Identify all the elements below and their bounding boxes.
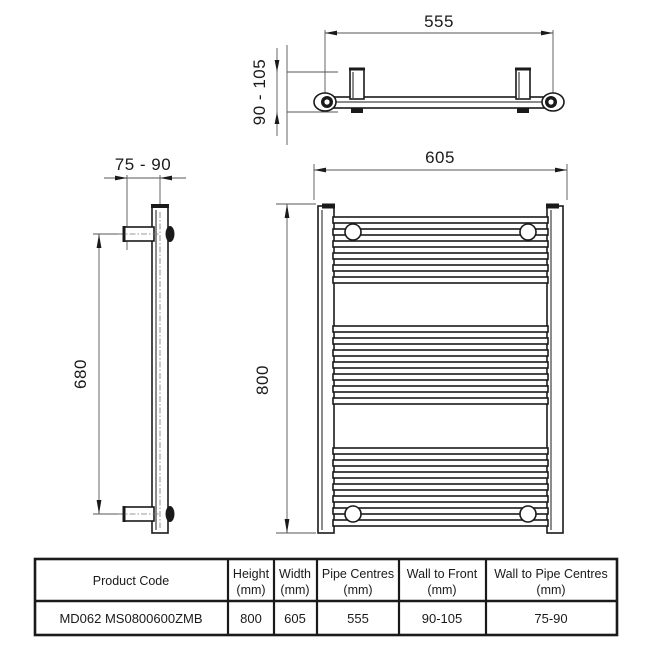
- front-view-rung: [332, 483, 549, 491]
- front-view-rung: [332, 471, 549, 479]
- spec-cell-width: 605: [284, 611, 306, 626]
- arrow-left-555: [325, 30, 337, 36]
- top-view-left-end-bore: [324, 99, 330, 105]
- dim-label-wall-to-pipe-centres: 75 - 90: [115, 155, 171, 174]
- front-view-rung: [332, 385, 549, 393]
- dim-label-width: 605: [425, 148, 455, 167]
- spec-table-row: MD062 MS0800600ZMB 800 605 555 90-105 75…: [59, 611, 567, 626]
- spec-table-header-wall-to-front: Wall to Front: [407, 567, 478, 581]
- dim-label-pipe-centres: 555: [424, 12, 454, 31]
- arrow-down-800: [284, 519, 290, 533]
- front-view-group: 605 800: [253, 148, 568, 534]
- front-view-left-rail: [317, 205, 335, 534]
- front-view-rung: [332, 276, 549, 284]
- front-view-rung: [332, 459, 549, 467]
- side-view-bottom-bracket-end: [122, 506, 126, 522]
- side-view-bottom-pipe-boss: [165, 506, 175, 522]
- spec-cell-pipe-centres: 555: [347, 611, 369, 626]
- spec-cell-height: 800: [240, 611, 262, 626]
- top-view-right-end-bore: [548, 99, 554, 105]
- spec-table: Product Code Height (mm) Width (mm) Pipe…: [33, 557, 619, 637]
- top-view-right-bracket-cap: [515, 67, 531, 71]
- spec-table-header-width: Width: [279, 567, 311, 581]
- arrow-down-680: [96, 500, 102, 514]
- side-view-top-bracket-end: [122, 226, 126, 242]
- arrow-left-605: [314, 167, 326, 173]
- front-view-rung: [332, 252, 549, 260]
- spec-table-header-pipe-centres: Pipe Centres: [322, 567, 394, 581]
- arrow-down-90105: [274, 112, 280, 124]
- spec-table-header-height: Height: [233, 567, 270, 581]
- top-view-group: 555 90 - 105: [250, 12, 565, 145]
- side-view-top-pipe-boss: [165, 226, 175, 242]
- spec-table-header-product-code: Product Code: [93, 574, 169, 588]
- top-view-right-bracket: [515, 68, 531, 100]
- top-view-left-bracket: [349, 68, 365, 100]
- front-view-rung: [332, 447, 549, 455]
- front-view-rung: [332, 361, 549, 369]
- front-view-rung: [332, 337, 549, 345]
- front-view-rung-group: [332, 216, 549, 527]
- arrow-up-680: [96, 234, 102, 248]
- dim-label-bracket-centres-height: 680: [71, 359, 90, 389]
- dim-label-wall-to-front: 90 - 105: [250, 59, 269, 125]
- arrow-up-90105: [274, 60, 280, 72]
- front-view-rung: [332, 349, 549, 357]
- front-view-rung: [332, 495, 549, 503]
- spec-table-header-height-unit: (mm): [236, 583, 265, 597]
- arrow-right-555: [541, 30, 553, 36]
- dim-label-height: 800: [253, 365, 272, 395]
- front-view-rung: [332, 373, 549, 381]
- spec-table-border: [33, 557, 619, 637]
- spec-table-header-wall-to-pipe-centres: Wall to Pipe Centres: [494, 567, 607, 581]
- front-view-rung: [332, 240, 549, 248]
- top-view-left-bracket-foot: [351, 108, 363, 113]
- front-view-bottom-right-mount: [519, 505, 537, 523]
- front-view-rung: [332, 325, 549, 333]
- side-view-tube-top-cap: [151, 204, 169, 208]
- front-view-rung: [332, 228, 549, 236]
- front-view-rung: [332, 507, 549, 515]
- front-view-top-right-mount: [519, 223, 537, 241]
- spec-cell-wall-to-front: 90-105: [422, 611, 462, 626]
- front-view-bottom-left-mount: [344, 505, 362, 523]
- spec-table-header-width-unit: (mm): [280, 583, 309, 597]
- front-view-right-rail: [546, 205, 564, 534]
- front-view-rung: [332, 216, 549, 224]
- arrow-right-7590: [160, 175, 172, 181]
- top-view-left-bracket-cap: [349, 67, 365, 71]
- front-view-rung: [332, 519, 549, 527]
- spec-table-header-pipe-centres-unit: (mm): [343, 583, 372, 597]
- arrow-left-7590: [115, 175, 127, 181]
- top-view-right-bracket-foot: [517, 108, 529, 113]
- arrow-up-800: [284, 204, 290, 218]
- spec-table-header-wall-to-pipe-centres-unit: (mm): [536, 583, 565, 597]
- spec-cell-product-code: MD062 MS0800600ZMB: [59, 611, 202, 626]
- front-view-left-rail-cap: [322, 203, 335, 209]
- front-view-rung: [332, 397, 549, 405]
- spec-cell-wall-to-pipe-centres: 75-90: [534, 611, 567, 626]
- front-view-top-left-mount: [344, 223, 362, 241]
- arrow-right-605: [555, 167, 567, 173]
- front-view-rung: [332, 264, 549, 272]
- front-view-right-rail-cap: [546, 203, 559, 209]
- spec-table-header-wall-to-front-unit: (mm): [427, 583, 456, 597]
- side-view-group: 75 - 90 680: [71, 155, 186, 534]
